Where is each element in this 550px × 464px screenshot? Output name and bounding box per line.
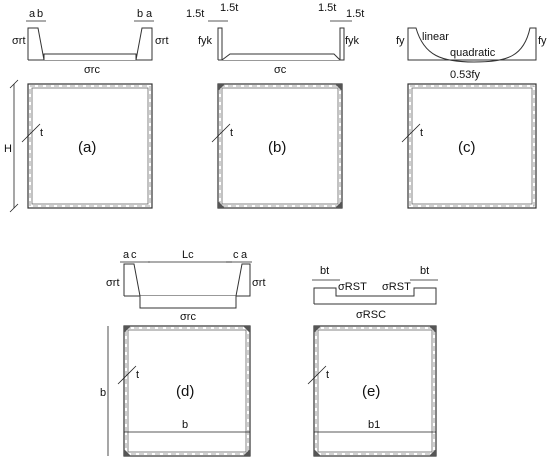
panel-a-edge-stress-right: σrt <box>155 35 169 47</box>
panel-a-t-leader <box>21 123 41 143</box>
panel-c-box-outer <box>407 83 537 209</box>
panel-b-thickness-label: t <box>230 127 233 139</box>
panel-d-stress-notch <box>139 296 237 309</box>
panel-d-thickness-label: t <box>136 369 139 381</box>
panel-a-height-tick-top <box>9 79 19 89</box>
panel-a-mid-stress: σrc <box>84 64 100 76</box>
panel-e-edge-stress-left: σRST <box>338 281 367 293</box>
panel-d-dim-c-left: c <box>131 249 137 261</box>
panel-d-edge-stress-left: σrt <box>106 277 120 289</box>
panel-a: a b b a σrt σrt σrc H t (a) <box>4 8 169 213</box>
panel-b-stress-notch <box>221 53 341 61</box>
panel-e: bt bt σRST σRST σRSC b1 t (e) <box>307 265 438 457</box>
panel-c-box-inner <box>411 87 533 205</box>
panel-a-thickness-label: t <box>40 127 43 139</box>
panel-c-edge-stress-right: fy <box>538 35 547 47</box>
panel-d-height-label: b <box>100 387 106 399</box>
panel-e-edge-width-left: bt <box>320 265 329 277</box>
panel-b-t-leader <box>211 123 231 143</box>
panel-d-edge-stress-right: σrt <box>252 277 266 289</box>
panel-b-label: (b) <box>268 139 286 156</box>
panel-d-label: (d) <box>176 383 194 400</box>
panel-d-box-inner <box>127 329 247 453</box>
panel-a-stress-notch <box>43 53 137 60</box>
panel-e-box-outer <box>313 325 437 457</box>
panel-a-box-outer <box>27 83 153 209</box>
panel-a-height-tick-bottom <box>9 203 19 213</box>
panel-e-mid-stress: σRSC <box>356 309 386 321</box>
panel-e-box-inner <box>317 329 433 453</box>
panel-b-box-midline <box>219 85 341 207</box>
panel-e-label: (e) <box>362 383 380 400</box>
panel-a-box-midline <box>29 85 151 207</box>
panel-d-dim-c-right: c <box>233 249 239 261</box>
panel-d-dim-a-left: a <box>123 249 130 261</box>
panel-b: 1.5t 1.5t 1.5t 1.5t fyk fyk σc t (b) <box>186 2 364 209</box>
panel-d-span-label: Lc <box>182 249 194 261</box>
panel-b-edge-stress-left: fyk <box>198 35 213 47</box>
panel-d-t-leader <box>117 365 137 385</box>
panel-d-box-midline <box>125 327 249 455</box>
panel-e-edge-width-right: bt <box>420 265 429 277</box>
panel-a-box-inner <box>31 87 149 205</box>
panel-c-linear-label: linear <box>422 31 449 43</box>
panel-c-t-leader <box>401 123 421 143</box>
panel-b-box-outer <box>217 83 343 209</box>
panel-b-box-inner <box>221 87 339 205</box>
panel-b-edge-stress-right: fyk <box>345 35 360 47</box>
panel-e-width-label: b1 <box>368 419 380 431</box>
panel-a-dim-a-left: a <box>29 8 36 20</box>
panel-c: fy fy linear quadratic 0.53fy t (c) <box>396 27 547 209</box>
panel-a-edge-stress-left: σrt <box>12 35 26 47</box>
panel-b-dim-right-inner: 1.5t <box>318 2 336 14</box>
panel-c-label: (c) <box>458 139 476 156</box>
panel-e-t-leader <box>307 365 327 385</box>
panel-d-stress-block <box>123 263 251 297</box>
panel-b-dim-left-inner: 1.5t <box>220 2 238 14</box>
panel-b-dim-left-outer: 1.5t <box>186 8 204 20</box>
panel-a-label: (a) <box>78 139 96 156</box>
panel-c-thickness-label: t <box>420 127 423 139</box>
panel-e-box-midline <box>315 327 435 455</box>
panel-d-dim-a-right: a <box>241 249 248 261</box>
panel-a-dim-b-right: b <box>137 8 143 20</box>
panel-c-stress-block <box>407 27 537 63</box>
panel-c-mid-value: 0.53fy <box>450 69 480 81</box>
panel-d: a c Lc c a σrt σrt σrc b b t (d) <box>100 249 266 457</box>
panel-d-mid-stress: σrc <box>180 311 196 323</box>
panel-c-quadratic-label: quadratic <box>450 47 496 59</box>
panel-c-edge-stress-left: fy <box>396 35 405 47</box>
panel-b-mid-stress: σc <box>274 64 287 76</box>
panel-d-width-label: b <box>182 419 188 431</box>
panel-a-height-label: H <box>4 143 12 155</box>
panel-e-thickness-label: t <box>326 369 329 381</box>
panel-d-box-outer <box>123 325 251 457</box>
panel-b-dim-right-outer: 1.5t <box>346 8 364 20</box>
panel-e-edge-stress-right: σRST <box>382 281 411 293</box>
panel-a-dim-b-left: b <box>37 8 43 20</box>
panel-c-box-midline <box>409 85 535 207</box>
panel-a-dim-a-right: a <box>146 8 153 20</box>
panel-e-stress-block <box>313 287 437 305</box>
